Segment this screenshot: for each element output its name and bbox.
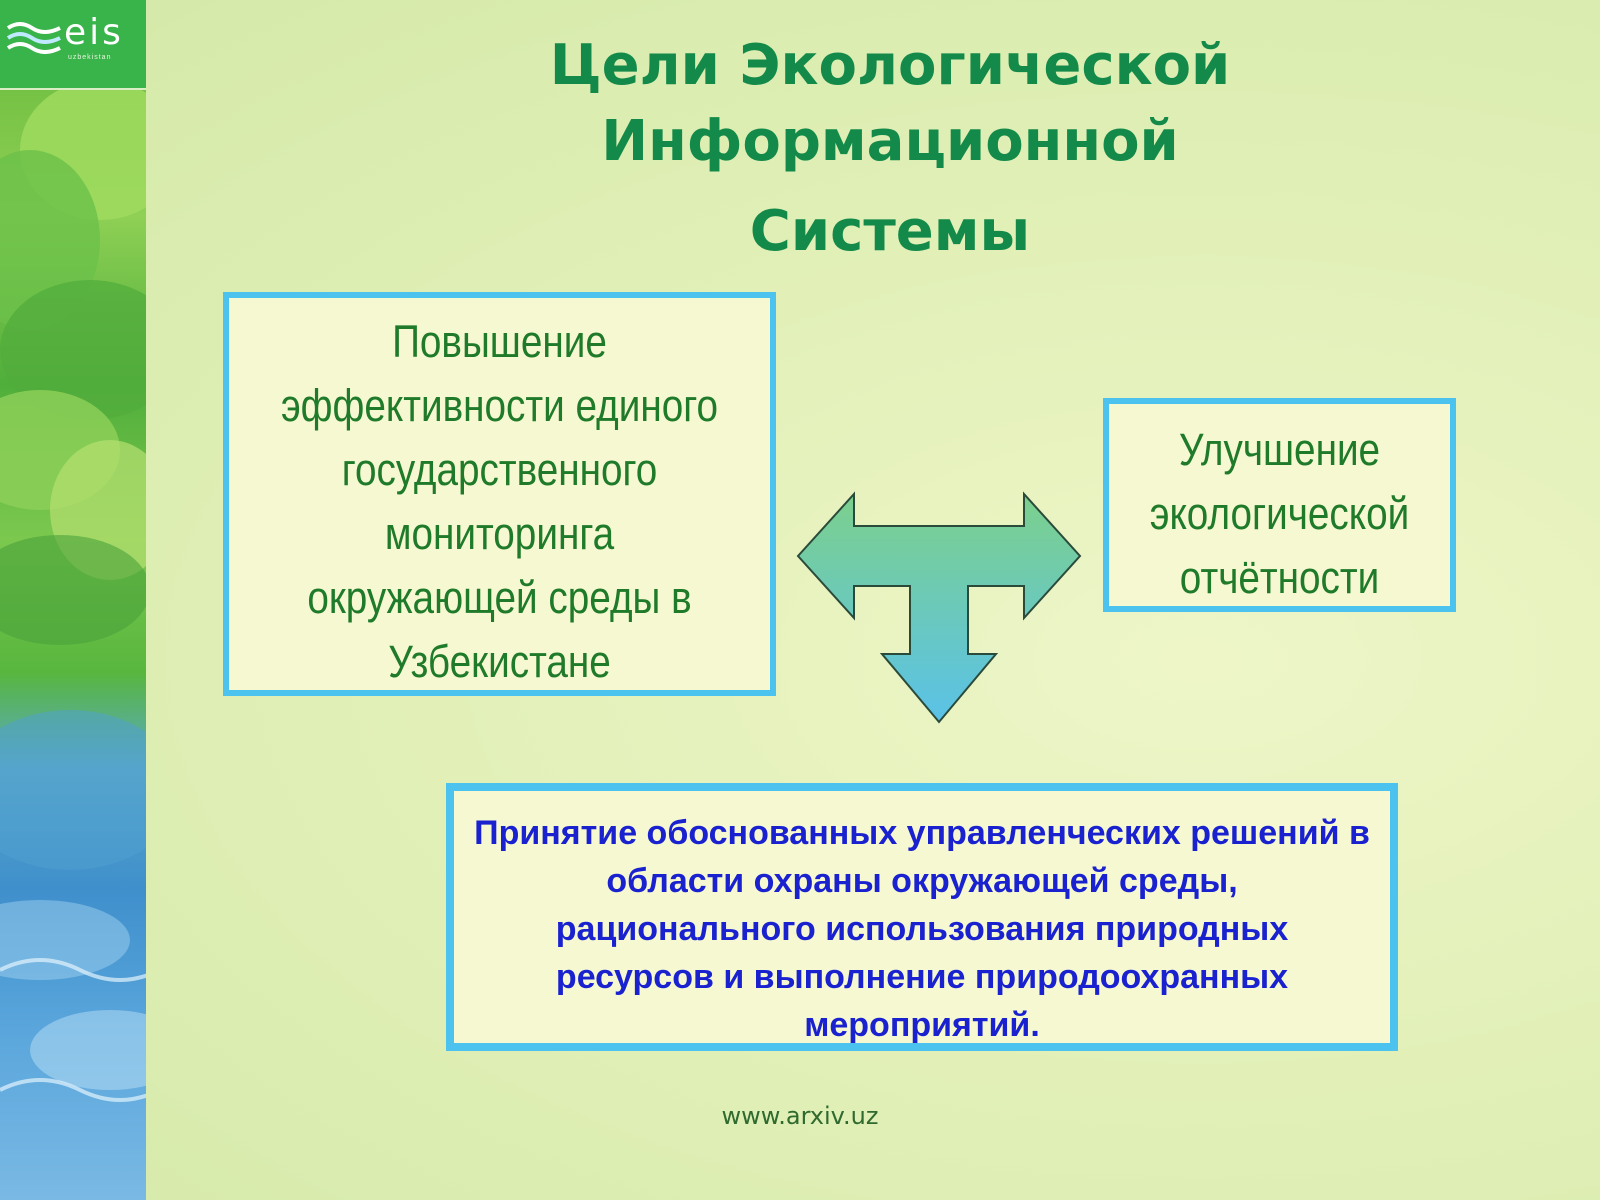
goal-monitoring-text: Повышение эффективности единого государс…: [280, 316, 719, 687]
three-way-arrow-icon: [796, 491, 1082, 724]
logo-subtitle: uzbekistan: [68, 54, 112, 61]
title-line-2: Информационной: [601, 109, 1179, 174]
decorative-sidebar: eis uzbekistan: [0, 0, 146, 1200]
eis-logo: eis uzbekistan: [0, 0, 146, 90]
water-waves-icon: [6, 22, 61, 54]
logo-name: eis: [64, 12, 124, 53]
goal-box-decisions: Принятие обоснованных управленческих реш…: [446, 783, 1398, 1051]
goal-box-reporting: Улучшение экологической отчётности: [1103, 398, 1456, 612]
title-line-3: Системы: [749, 199, 1031, 264]
goal-decisions-text: Принятие обоснованных управленческих реш…: [474, 814, 1370, 1044]
footer-url: www.arxiv.uz: [721, 1102, 879, 1130]
title-line-1: Цели Экологической: [549, 33, 1231, 98]
page-title: Цели Экологической Информационной Систем…: [520, 28, 1260, 270]
goal-box-monitoring: Повышение эффективности единого государс…: [223, 292, 776, 696]
leaves-water-image: [0, 90, 146, 1102]
goal-reporting-text: Улучшение экологической отчётности: [1149, 424, 1410, 603]
